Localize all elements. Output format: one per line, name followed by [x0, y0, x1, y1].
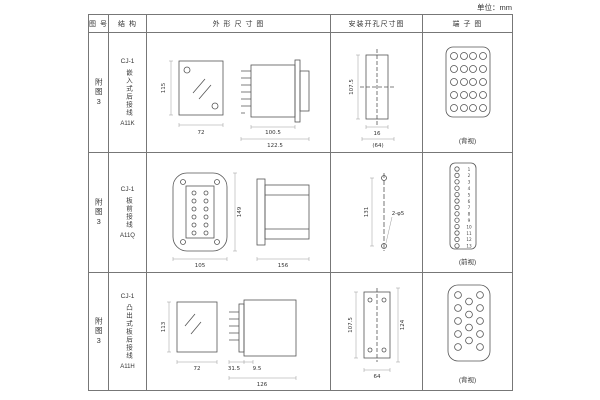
terminal-number: 5	[467, 192, 470, 197]
dim-total-depth: 122.5	[267, 143, 283, 149]
header-outline: 外 形 尺 寸 图	[147, 15, 331, 33]
structure-label: 嵌入式后接线	[124, 69, 132, 117]
header-install: 安装开孔尺寸图	[331, 15, 423, 33]
dim-total-depth: 126	[256, 382, 267, 388]
fig-no-a11h: 附图3	[89, 273, 109, 391]
header-structure: 结 构	[109, 15, 147, 33]
terminal-number: 10	[466, 224, 472, 229]
terminal-view-label: (前视)	[458, 259, 477, 266]
header-terminal: 端 子 图	[423, 15, 513, 33]
series-label: CJ-1	[120, 58, 135, 65]
dim-install-height2: 124	[400, 319, 406, 330]
terminal-number: 8	[467, 212, 470, 217]
install-cell-a11q: 131 2-φ5	[331, 153, 423, 273]
terminal-number: 7	[467, 205, 470, 210]
install-cell-a11h: 107.5 124 64	[331, 273, 423, 391]
terminal-number: 9	[467, 218, 470, 223]
outline-cell-a11h: 113 72 31.5 9.5 126	[147, 273, 331, 391]
model-label: A11H	[120, 364, 135, 370]
fig-no-label: 附图3	[94, 197, 104, 228]
install-drawing-a11q: 131 2-φ5	[364, 172, 404, 251]
dim-install-width: 64	[373, 374, 380, 380]
terminal-number: 2	[467, 173, 470, 178]
dim-width: 105	[194, 263, 205, 269]
dim-install-height: 107.5	[349, 78, 355, 94]
dim-height: 113	[161, 321, 167, 332]
header-fig-no: 图 号	[89, 15, 109, 33]
install-drawing-a11k: 107.5 16 (64)	[349, 48, 394, 149]
terminal-number: 11	[466, 231, 472, 236]
terminal-drawing-a11q: 1 2 3 4 5 6 7 8 9 10 11 12 13	[449, 162, 476, 250]
dim-pin-depth: 31.5	[227, 366, 240, 372]
terminal-cell-a11q: 1 2 3 4 5 6 7 8 9 10 11 12 13 (前视)	[423, 153, 513, 273]
dim-install-height: 131	[364, 206, 370, 217]
series-label: CJ-1	[120, 293, 135, 300]
outline-drawing-a11q: 149 105 156	[172, 172, 309, 269]
terminal-cell-a11k: (背视)	[423, 33, 513, 153]
dim-width: 72	[197, 130, 204, 136]
model-label: A11Q	[120, 233, 135, 239]
terminal-number: 12	[466, 237, 472, 242]
terminal-number: 4	[467, 186, 470, 191]
dim-install-height: 107.5	[348, 316, 354, 332]
install-cell-a11k: 107.5 16 (64)	[331, 33, 423, 153]
terminal-drawing-a11k	[445, 46, 490, 118]
fig-no-a11k: 附图3	[89, 33, 109, 153]
dim-height: 149	[237, 206, 243, 217]
structure-label: 板前接线	[124, 197, 132, 229]
dim-depth: 100.5	[265, 130, 281, 136]
terminal-number: 3	[467, 180, 470, 185]
model-label: A11K	[120, 121, 135, 127]
terminal-number: 6	[467, 199, 470, 204]
dim-depth: 156	[277, 263, 288, 269]
structure-label: 凸出式板后接线	[124, 304, 132, 360]
structure-a11h: CJ-1 凸出式板后接线 A11H	[109, 273, 147, 391]
terminal-view-label: (背视)	[458, 138, 477, 145]
terminal-drawing-a11h	[447, 284, 490, 362]
dim-height: 115	[161, 82, 167, 93]
dim-width: 72	[193, 366, 200, 372]
series-label: CJ-1	[120, 186, 135, 193]
terminal-number: 1	[467, 167, 470, 172]
unit-label: 单位：mm	[477, 3, 512, 12]
fig-no-label: 附图3	[94, 77, 104, 108]
outline-cell-a11q: 149 105 156	[147, 153, 331, 273]
hole-spec-label: 2-φ5	[391, 211, 404, 217]
dim-plate: 9.5	[252, 366, 261, 372]
structure-a11q: CJ-1 板前接线 A11Q	[109, 153, 147, 273]
fig-no-label: 附图3	[94, 316, 104, 347]
install-drawing-a11h: 107.5 124 64	[348, 287, 406, 380]
structure-a11k: CJ-1 嵌入式后接线 A11K	[109, 33, 147, 153]
spec-table: 图 号 结 构 外 形 尺 寸 图 安装开孔尺寸图 端 子 图 附图3 CJ-1…	[88, 14, 513, 391]
outline-cell-a11k: 115 72 100.5 122.5	[147, 33, 331, 153]
dim-install-total: (64)	[372, 143, 383, 149]
outline-drawing-a11h: 113 72 31.5 9.5 126	[161, 299, 296, 388]
fig-no-a11q: 附图3	[89, 153, 109, 273]
terminal-number: 13	[466, 244, 472, 249]
dim-install-small: 16	[373, 131, 380, 137]
outline-drawing-a11k: 115 72 100.5 122.5	[161, 59, 309, 149]
terminal-view-label: (背视)	[458, 377, 477, 384]
terminal-cell-a11h: (背视)	[423, 273, 513, 391]
